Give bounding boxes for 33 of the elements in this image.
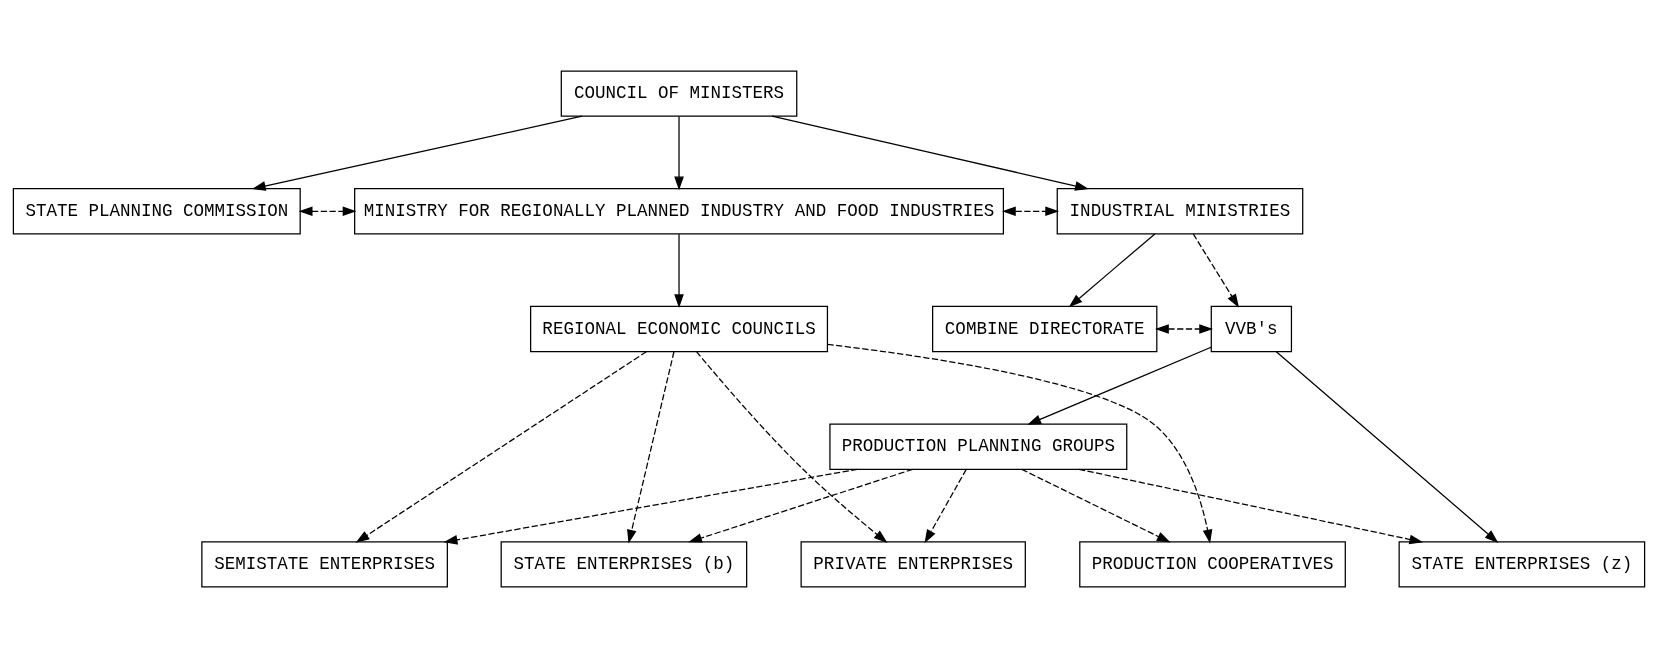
arrow (1275, 351, 1499, 543)
arrow (298, 206, 357, 217)
arrow (1192, 233, 1239, 308)
node-box: INDUSTRIAL MINISTRIES (1056, 188, 1304, 235)
node-box: STATE ENTERPRISES (z) (1398, 541, 1646, 588)
node-box: COUNCIL OF MINISTERS (560, 70, 798, 117)
node-box: STATE PLANNING COMMISSION (12, 188, 301, 235)
arrow (771, 115, 1089, 191)
arrow (924, 469, 967, 544)
arrow (251, 115, 583, 191)
node-box: PRODUCTION PLANNING GROUPS (829, 423, 1128, 470)
arrow (627, 351, 675, 544)
node-box: STATE ENTERPRISES (b) (500, 541, 748, 588)
arrow (688, 468, 914, 543)
arrow (827, 343, 1213, 544)
arrow (674, 233, 684, 309)
arrow (355, 351, 647, 543)
arrow (1068, 233, 1156, 308)
node-box: COMBINE DIRECTORATE (932, 305, 1158, 353)
node-box: VVB's (1210, 305, 1293, 353)
arrow (443, 468, 858, 545)
arrow (1155, 324, 1214, 334)
node-box: PRIVATE ENTERPRISES (800, 541, 1026, 588)
node-box: SEMISTATE ENTERPRISES (201, 541, 448, 588)
arrow (1001, 206, 1060, 217)
node-box: PRODUCTION COOPERATIVES (1079, 541, 1346, 588)
arrow (1078, 468, 1424, 545)
node-box: REGIONAL ECONOMIC COUNCILS (530, 305, 829, 353)
arrow (674, 115, 684, 191)
arrow (1027, 346, 1212, 425)
arrow (696, 351, 888, 543)
arrow (1021, 468, 1171, 543)
node-box: MINISTRY FOR REGIONALLY PLANNED INDUSTRY AND FOOD INDUSTRIES (354, 188, 1004, 235)
